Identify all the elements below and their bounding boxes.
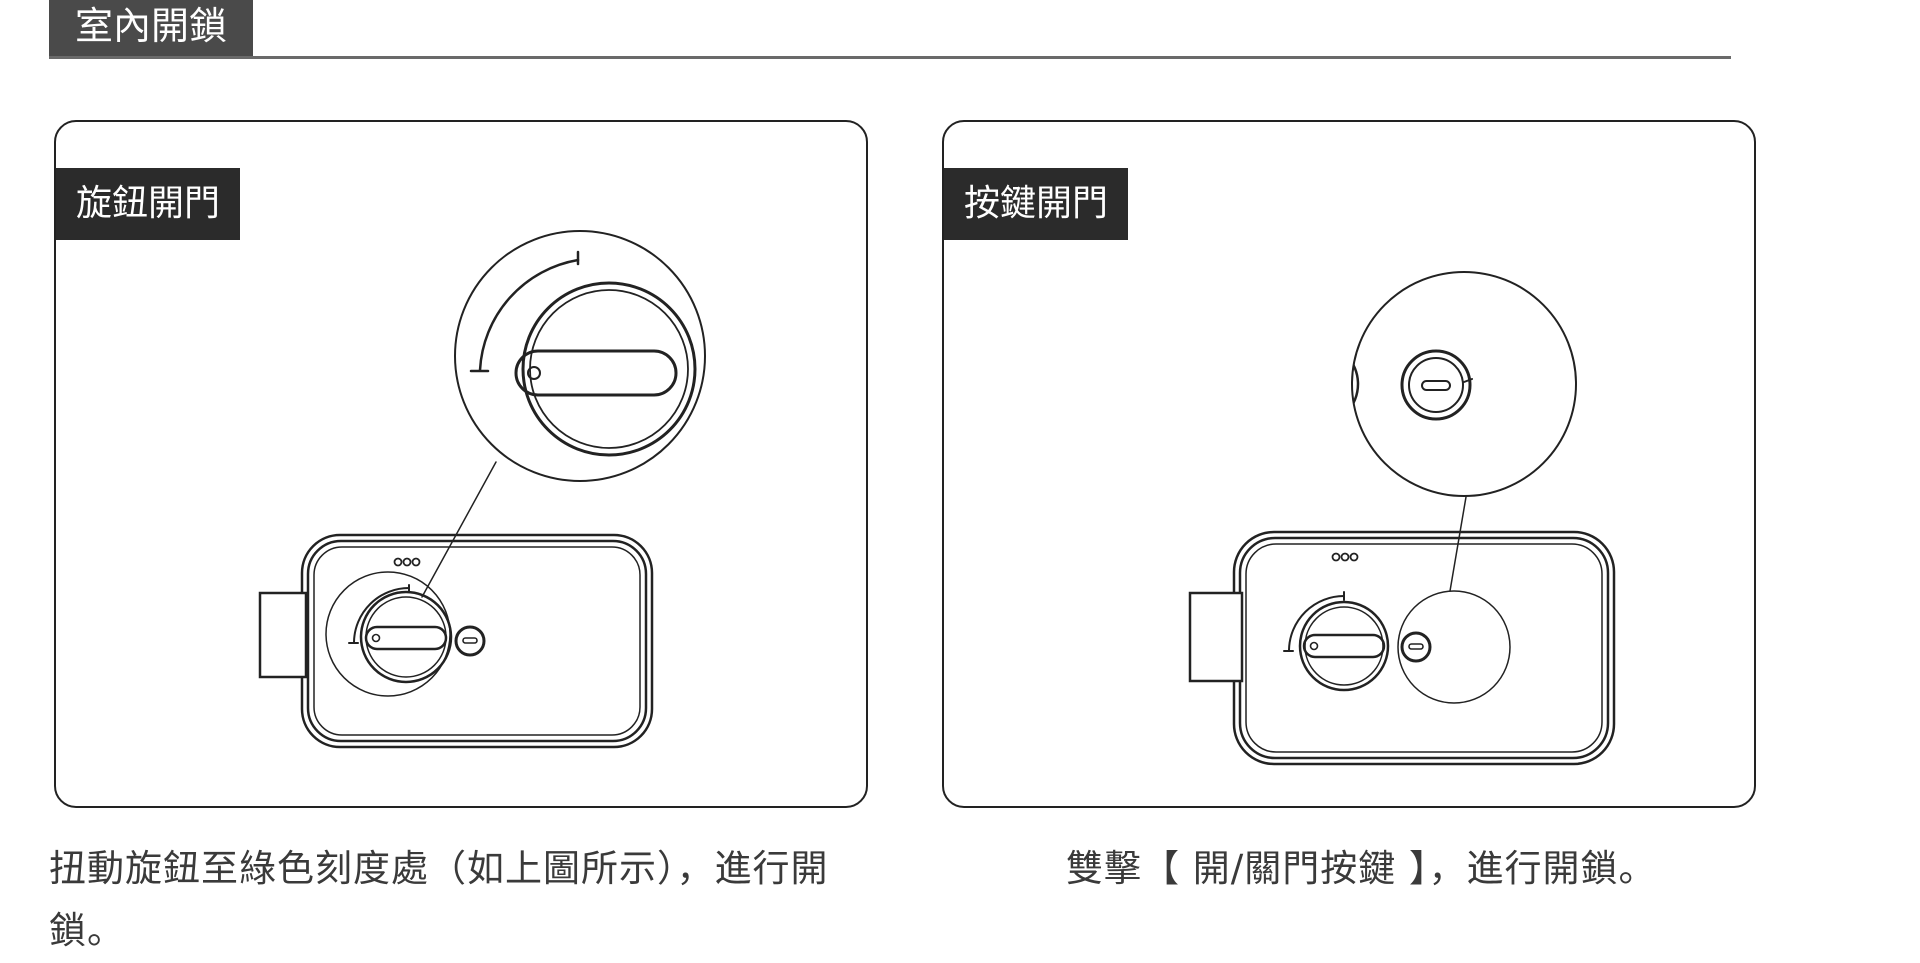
- knob-unlock-illustration: [258, 230, 706, 749]
- zoom-circle: [454, 230, 706, 482]
- small-knob-grip: [364, 625, 448, 651]
- zoom-knob-grip: [514, 349, 678, 397]
- lock-body-face: [313, 546, 641, 736]
- small-knob-outer: [359, 590, 453, 684]
- section-header: 室內開鎖: [49, 0, 1731, 59]
- small-knob-outer: [1298, 600, 1390, 692]
- zoom-leader-line: [1449, 496, 1467, 592]
- button-highlight-circle: [1397, 590, 1511, 704]
- zoom-knob-outer: [521, 281, 697, 457]
- zoom-button-inner: [1408, 357, 1464, 413]
- small-knob-grip: [1302, 633, 1386, 659]
- caption-knob-unlock: 扭動旋鈕至綠色刻度處（如上圖所示），進行開鎖。: [49, 847, 829, 952]
- small-knob-arc: [1288, 595, 1345, 651]
- panel-knob-unlock: 旋鈕開門: [54, 120, 868, 808]
- panel-button-unlock: 按鍵開門: [942, 120, 1756, 808]
- zoom-partial-knob: [1352, 340, 1360, 428]
- small-knob-arc: [353, 587, 410, 643]
- zoom-knob-scale-arc: [478, 258, 580, 372]
- zoom-leader-line: [421, 461, 497, 598]
- lock-body-face: [1245, 543, 1603, 753]
- small-knob-inner: [365, 596, 447, 678]
- section-title: 室內開鎖: [49, 0, 254, 56]
- panel-tag-button: 按鍵開門: [944, 168, 1129, 240]
- zoom-knob-inner: [529, 289, 689, 449]
- section-divider: [49, 56, 1731, 59]
- button-unlock-illustration: [1188, 271, 1616, 766]
- zoom-button-outer: [1400, 349, 1472, 421]
- caption-button-unlock: 雙擊【 開/關門按鍵 】，進行開鎖。: [1066, 847, 1657, 890]
- lock-body-inner: [306, 539, 648, 743]
- panel-tag-knob: 旋鈕開門: [56, 168, 241, 240]
- small-knob-inner: [1304, 606, 1384, 686]
- small-button: [1400, 631, 1432, 663]
- small-button: [454, 625, 486, 657]
- latch-bolt: [1188, 591, 1244, 683]
- zoom-circle: [1351, 271, 1577, 497]
- latch-bolt: [258, 591, 308, 679]
